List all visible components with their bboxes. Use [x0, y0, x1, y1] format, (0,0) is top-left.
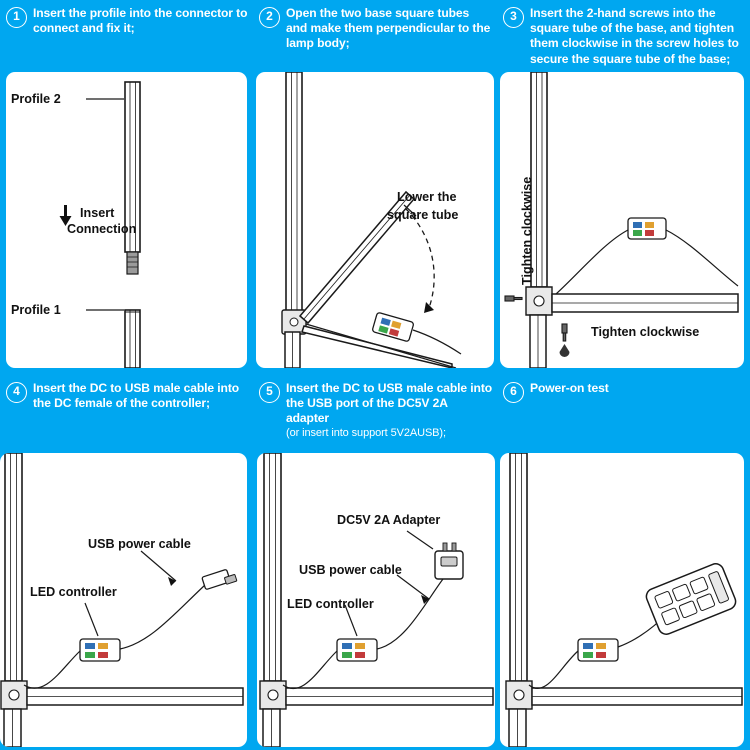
step-6-number: 6: [503, 382, 524, 403]
step-6-cell: 6 Power-on test: [497, 375, 750, 750]
label-tighten-clockwise-horizontal: Tighten clockwise: [591, 325, 700, 339]
step-3-cell: 3 Insert the 2-hand screws into the squa…: [497, 0, 750, 375]
step-5-subtext: (or insert into support 5V2AUSB);: [286, 426, 446, 439]
label-usb-power-cable-5: USB power cable: [299, 563, 402, 577]
step-5-main-text: Insert the DC to USB male cable into the…: [286, 381, 493, 426]
label-dc5v-adapter: DC5V 2A Adapter: [337, 513, 441, 527]
step-1-diagram: [59, 81, 141, 368]
step-1-text: Insert the profile into the connector to…: [33, 6, 248, 36]
label-square-tube: square tube: [387, 208, 459, 222]
label-profile-1: Profile 1: [11, 303, 61, 317]
label-led-controller-5: LED controller: [287, 597, 374, 611]
label-usb-power-cable: USB power cable: [88, 537, 191, 551]
step-5-text: Insert the DC to USB male cable into the…: [286, 381, 493, 440]
step-3-diagram: [504, 72, 739, 368]
step-1-cell: 1 Insert the profile into the connector …: [0, 0, 253, 375]
step-1-number: 1: [6, 7, 27, 28]
step-6-illustration: [500, 453, 744, 747]
step-1-header: 1 Insert the profile into the connector …: [6, 6, 249, 36]
step-2-illustration: Lower the square tube: [256, 72, 494, 368]
label-insert: Insert: [80, 206, 115, 220]
step-5-cell: 5 Insert the DC to USB male cable into t…: [253, 375, 497, 750]
label-profile-2: Profile 2: [11, 92, 61, 106]
step-5-number: 5: [259, 382, 280, 403]
step-4-number: 4: [6, 382, 27, 403]
step-6-diagram: [505, 453, 743, 747]
step-1-illustration: Profile 2 Profile 1 Insert Connection: [6, 72, 247, 368]
step-4-text: Insert the DC to USB male cable into the…: [33, 381, 240, 411]
step-2-header: 2 Open the two base square tubes and mak…: [259, 6, 493, 52]
step-4-cell: 4 Insert the DC to USB male cable into t…: [0, 375, 253, 750]
step-5-diagram: [259, 453, 494, 747]
step-2-text: Open the two base square tubes and make …: [286, 6, 491, 51]
step-3-illustration: Tighten clockwise Tighten clockwise: [500, 72, 744, 368]
step-6-header: 6 Power-on test: [503, 381, 746, 403]
step-5-illustration: DC5V 2A Adapter USB power cable LED cont…: [257, 453, 495, 747]
label-connection: Connection: [67, 222, 137, 236]
step-2-number: 2: [259, 7, 280, 28]
label-led-controller: LED controller: [30, 585, 117, 599]
label-tighten-clockwise-vertical: Tighten clockwise: [520, 176, 534, 285]
step-4-header: 4 Insert the DC to USB male cable into t…: [6, 381, 249, 411]
step-3-number: 3: [503, 7, 524, 28]
step-4-diagram: [0, 453, 244, 747]
step-5-header: 5 Insert the DC to USB male cable into t…: [259, 381, 493, 440]
label-lower: Lower the: [397, 190, 457, 204]
step-3-header: 3 Insert the 2-hand screws into the squa…: [503, 6, 746, 67]
step-2-diagram: [281, 72, 462, 368]
step-2-cell: 2 Open the two base square tubes and mak…: [253, 0, 497, 375]
step-4-illustration: USB power cable LED controller: [0, 453, 247, 747]
step-6-text: Power-on test: [530, 381, 609, 395]
step-3-text: Insert the 2-hand screws into the square…: [530, 6, 739, 66]
